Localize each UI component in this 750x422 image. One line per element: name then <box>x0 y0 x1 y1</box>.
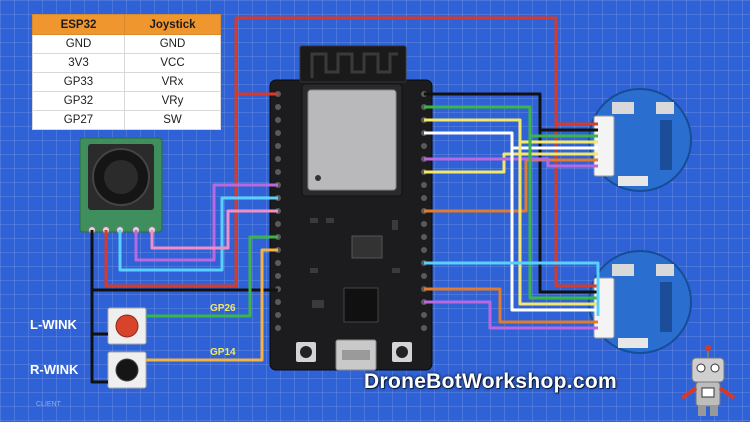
wire-purple-1 <box>424 157 598 168</box>
table-cell: 3V3 <box>32 53 125 73</box>
wire-orange-2 <box>424 287 598 324</box>
gp26-wire-label: GP26 <box>210 303 236 314</box>
wire-yellow-2 <box>424 152 598 174</box>
table-cell: GP32 <box>32 91 125 111</box>
wire-white-1 <box>424 131 598 150</box>
l-wink-label: L-WINK <box>30 317 77 332</box>
table-row: GP33 VRx <box>32 72 221 92</box>
round-lcd-module-icon-bottom <box>588 250 692 354</box>
robot-mascot-icon <box>680 345 736 416</box>
table-cell: GP27 <box>32 110 125 130</box>
pin-mapping-table: ESP32 Joystick GND GND 3V3 VCC GP33 VRx … <box>32 14 221 130</box>
table-cell: GND <box>124 34 221 54</box>
table-cell: SW <box>124 110 221 130</box>
wire-black-buttons <box>90 290 108 384</box>
wire-blue-vrx <box>118 196 278 272</box>
table-cell: GP33 <box>32 72 125 92</box>
wire-blue-2 <box>424 261 600 316</box>
table-row: GP32 VRy <box>32 91 221 111</box>
table-cell: VRy <box>124 91 221 111</box>
wire-purple-2 <box>424 300 598 330</box>
wires <box>90 16 600 384</box>
wire-orange-1 <box>424 158 598 213</box>
wire-green-1 <box>424 105 598 138</box>
table-cell: VRx <box>124 72 221 92</box>
column-header: Joystick <box>124 14 221 35</box>
wire-black-top <box>424 92 598 132</box>
table-row: GND GND <box>32 34 221 54</box>
joystick-module-icon <box>79 137 163 234</box>
pushbutton-right-icon <box>107 351 147 389</box>
wire-red-lcd2 <box>554 124 598 288</box>
wire-red-top <box>234 16 598 126</box>
wire-white-2 <box>510 148 598 312</box>
wire-purple-vry <box>134 183 278 262</box>
table-row: 3V3 VCC <box>32 53 221 73</box>
pushbutton-left-icon <box>107 307 147 345</box>
wire-red-joystick <box>104 94 238 288</box>
wifi-antenna-icon <box>310 52 398 78</box>
wire-green-gp26 <box>146 235 278 318</box>
brand-watermark: DroneBotWorkshop.com <box>364 370 617 393</box>
wire-orange-gp14 <box>146 248 278 362</box>
wire-green-2 <box>528 136 598 300</box>
wire-pink-sw <box>150 209 278 250</box>
table-cell: VCC <box>124 53 221 73</box>
r-wink-label: R-WINK <box>30 362 79 377</box>
column-header: ESP32 <box>32 14 125 35</box>
round-lcd-module-icon-top <box>588 88 692 192</box>
table-cell: GND <box>32 34 125 54</box>
corner-watermark: CLIENT <box>36 401 61 408</box>
wire-yellow-1 <box>424 118 598 144</box>
esp32-board-icon <box>269 45 433 371</box>
wire-yellow-3 <box>518 142 598 306</box>
table-header-row: ESP32 Joystick <box>32 14 221 35</box>
wire-black-lcd2 <box>538 130 598 294</box>
table-row: GP27 SW <box>32 110 221 130</box>
gp14-wire-label: GP14 <box>210 347 236 358</box>
